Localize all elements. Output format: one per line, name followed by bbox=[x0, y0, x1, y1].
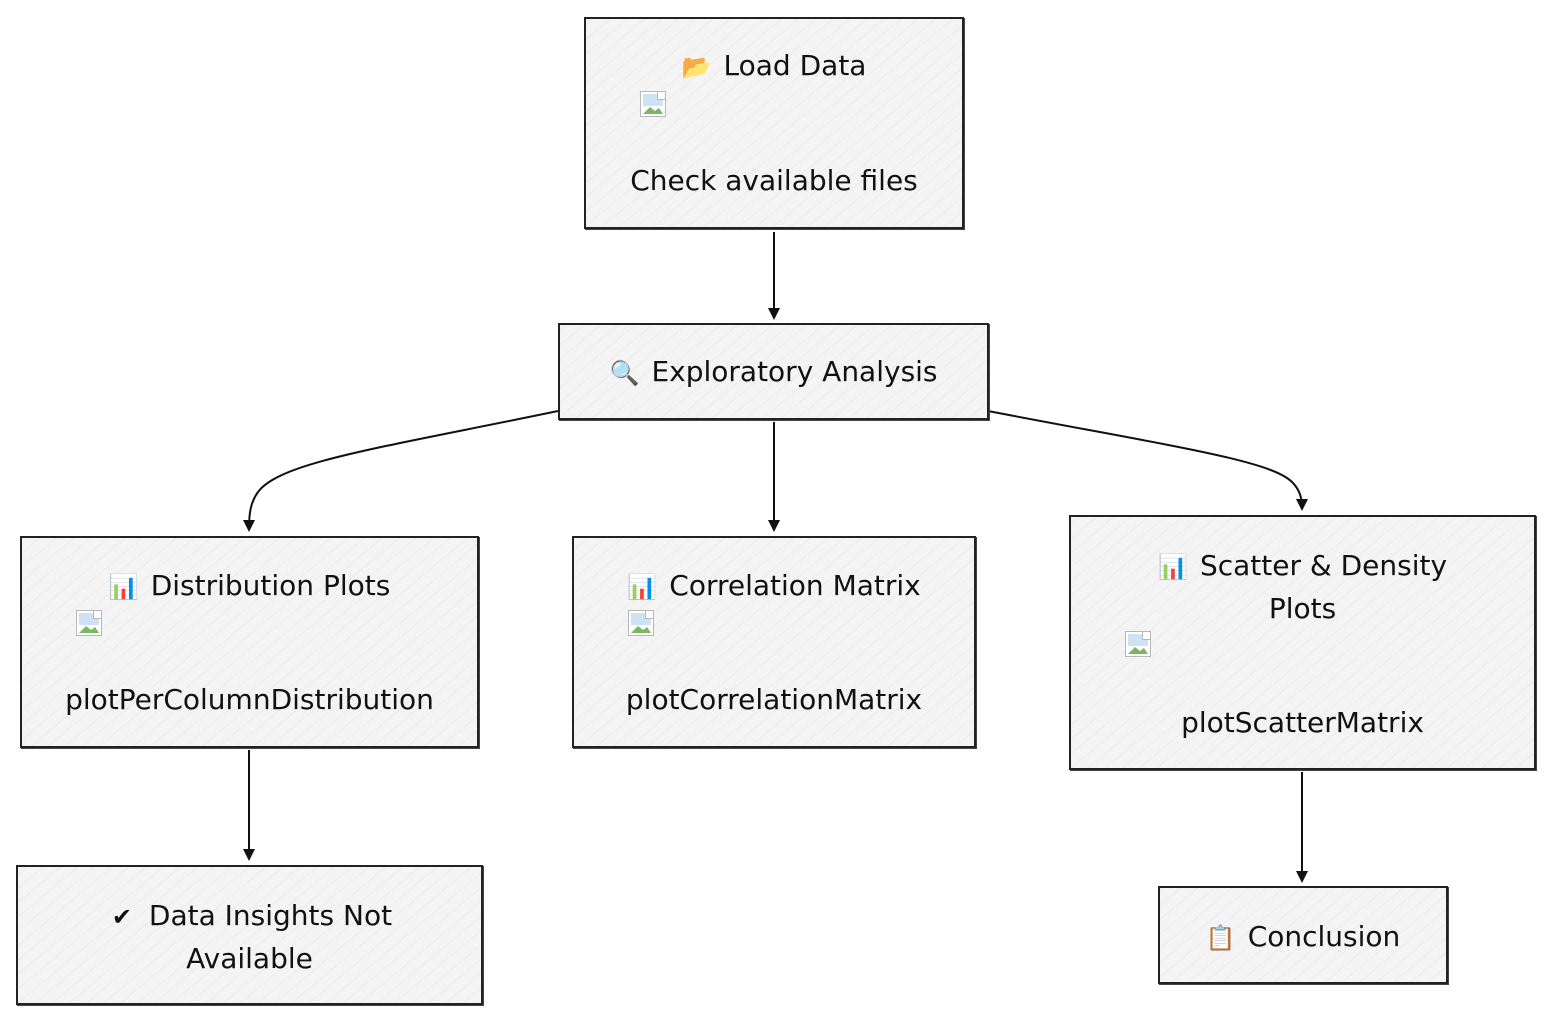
node-load-data-title: Load Data bbox=[723, 49, 867, 82]
node-exploratory-analysis[interactable]: 🔍 Exploratory Analysis bbox=[558, 323, 989, 420]
bar-chart-icon: 📊 bbox=[627, 573, 658, 601]
node-insights-title: Data Insights Not Available bbox=[148, 899, 393, 975]
clipboard-icon: 📋 bbox=[1205, 924, 1236, 952]
folder-icon: 📂 bbox=[681, 53, 712, 81]
bar-chart-icon: 📊 bbox=[108, 573, 139, 601]
node-correlation-subtitle: plotCorrelationMatrix bbox=[625, 683, 923, 716]
checkmark-icon: ✔ bbox=[111, 903, 132, 931]
magnifier-icon: 🔍 bbox=[609, 359, 640, 387]
node-load-data-subtitle: Check available files bbox=[630, 164, 918, 197]
node-scatter-subtitle: plotScatterMatrix bbox=[1181, 706, 1424, 739]
node-load-data[interactable]: 📂 Load Data Check available files bbox=[584, 17, 964, 229]
node-exploratory-title: Exploratory Analysis bbox=[651, 355, 938, 388]
node-data-insights[interactable]: ✔ Data Insights Not Available bbox=[16, 865, 483, 1005]
node-conclusion[interactable]: 📋 Conclusion bbox=[1158, 886, 1448, 984]
broken-image-icon bbox=[76, 610, 102, 636]
edge-exploratory-to-scatter bbox=[987, 410, 1308, 511]
bar-chart-icon: 📊 bbox=[1157, 553, 1188, 581]
broken-image-icon bbox=[640, 91, 666, 117]
node-correlation-title: Correlation Matrix bbox=[669, 569, 921, 602]
edge-exploratory-to-distribution bbox=[243, 410, 559, 532]
node-distribution-subtitle: plotPerColumnDistribution bbox=[65, 683, 434, 716]
node-scatter-title: Scatter & Density Plots bbox=[1199, 549, 1448, 625]
node-distribution-title: Distribution Plots bbox=[150, 569, 391, 602]
node-scatter-density-plots[interactable]: 📊 Scatter & Density Plots plotScatterMatr… bbox=[1069, 515, 1536, 770]
node-correlation-matrix[interactable]: 📊 Correlation Matrix plotCorrelationMatri… bbox=[572, 536, 976, 748]
node-distribution-plots[interactable]: 📊 Distribution Plots plotPerColumnDistrib… bbox=[20, 536, 479, 748]
node-conclusion-title: Conclusion bbox=[1247, 920, 1401, 953]
broken-image-icon bbox=[628, 610, 654, 636]
broken-image-icon bbox=[1125, 631, 1151, 657]
